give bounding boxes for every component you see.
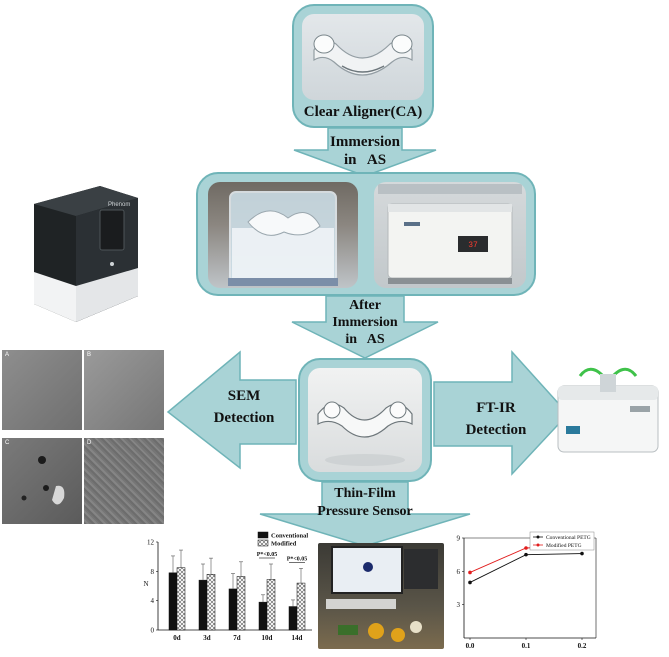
sem-tag-a: A xyxy=(5,352,10,358)
bar-x-tick-label: 3d xyxy=(203,634,211,642)
legend-marker xyxy=(536,535,540,539)
immersion-photos-panel: 37 xyxy=(196,172,536,296)
bar-y-tick-label: 12 xyxy=(147,539,155,547)
line-y-tick-label: 6 xyxy=(457,568,461,576)
immersion-label-1: Immersion xyxy=(330,134,400,150)
after-label-1: After xyxy=(349,298,381,313)
sem-tag-c: C xyxy=(5,440,10,446)
bar-y-axis-label: N xyxy=(143,580,148,588)
line-x-tick-label: 0.2 xyxy=(578,642,587,650)
bar-x-tick-label: 14d xyxy=(292,634,303,642)
bar xyxy=(198,579,208,631)
series-line xyxy=(469,553,583,583)
legend-swatch xyxy=(257,539,269,547)
legend-label: Modified PETG xyxy=(546,542,582,549)
after-label-3: in AS xyxy=(345,332,385,347)
significance-label: P*<0.05 xyxy=(287,556,308,562)
line-y-tick-label: 9 xyxy=(457,535,461,543)
bar-y-tick-label: 4 xyxy=(151,597,155,605)
sem-instrument-image: Phenom xyxy=(34,186,138,322)
pressure-sensor-photo xyxy=(318,543,444,649)
bar-x-tick-label: 0d xyxy=(173,634,181,642)
sem-image-d: D xyxy=(84,438,164,524)
beaker-photo xyxy=(208,182,358,288)
clear-aligner-photo xyxy=(302,14,424,100)
bar xyxy=(258,601,268,631)
sem-tag-d: D xyxy=(87,440,92,446)
ftir-label-2: Detection xyxy=(465,422,527,438)
legend-swatch xyxy=(257,531,269,539)
thinfilm-label-2: Pressure Sensor xyxy=(317,504,413,519)
legend-marker xyxy=(536,543,540,547)
data-point xyxy=(468,570,472,575)
bar xyxy=(176,567,186,631)
bar-x-tick-label: 7d xyxy=(233,634,241,642)
thinfilm-label-1: Thin-Film xyxy=(334,486,396,501)
line-legend-box xyxy=(529,531,595,551)
sem-image-c: C xyxy=(2,438,82,524)
bar xyxy=(236,576,246,631)
bar xyxy=(288,606,298,631)
legend-label: Conventional PETG xyxy=(546,535,591,541)
data-point xyxy=(524,552,528,557)
ftir-instrument-image xyxy=(557,367,659,453)
aligner-after-panel xyxy=(298,358,432,482)
bar xyxy=(168,572,178,631)
sem-image-a: A xyxy=(2,350,82,430)
bar xyxy=(228,588,238,631)
data-point xyxy=(468,580,472,585)
legend-label: Conventional xyxy=(271,533,308,540)
sem-tag-b: B xyxy=(87,352,92,358)
bar-y-tick-label: 8 xyxy=(151,568,155,576)
line-x-tick-label: 0.1 xyxy=(522,642,531,650)
clear-aligner-label: Clear Aligner(CA) xyxy=(303,104,423,120)
ftir-label-1: FT-IR xyxy=(476,400,516,416)
bar xyxy=(266,579,276,631)
significance-label: P*<0.05 xyxy=(257,552,278,558)
bar xyxy=(206,574,216,631)
aligner-image xyxy=(313,34,413,76)
bar-x-tick-label: 10d xyxy=(262,634,273,642)
bar-y-tick-label: 0 xyxy=(151,627,155,635)
clear-aligner-panel: Clear Aligner(CA) xyxy=(292,4,434,128)
sem-label-1: SEM xyxy=(227,388,261,404)
line-x-tick-label: 0.0 xyxy=(466,642,475,650)
svg-text:Phenom: Phenom xyxy=(108,202,130,208)
data-point xyxy=(580,551,584,556)
data-point xyxy=(524,546,528,550)
bar xyxy=(296,582,306,631)
svg-text:37: 37 xyxy=(468,241,478,250)
sem-image-b: B xyxy=(84,350,164,430)
immersion-label-2: in AS xyxy=(343,152,387,168)
aligner-after-photo xyxy=(308,368,422,472)
legend-label: Modified xyxy=(271,541,297,548)
water-bath-photo: 37 xyxy=(374,182,526,288)
sem-label-2: Detection xyxy=(213,410,275,426)
after-label-2: Immersion xyxy=(332,315,398,330)
line-y-tick-label: 3 xyxy=(457,601,461,609)
